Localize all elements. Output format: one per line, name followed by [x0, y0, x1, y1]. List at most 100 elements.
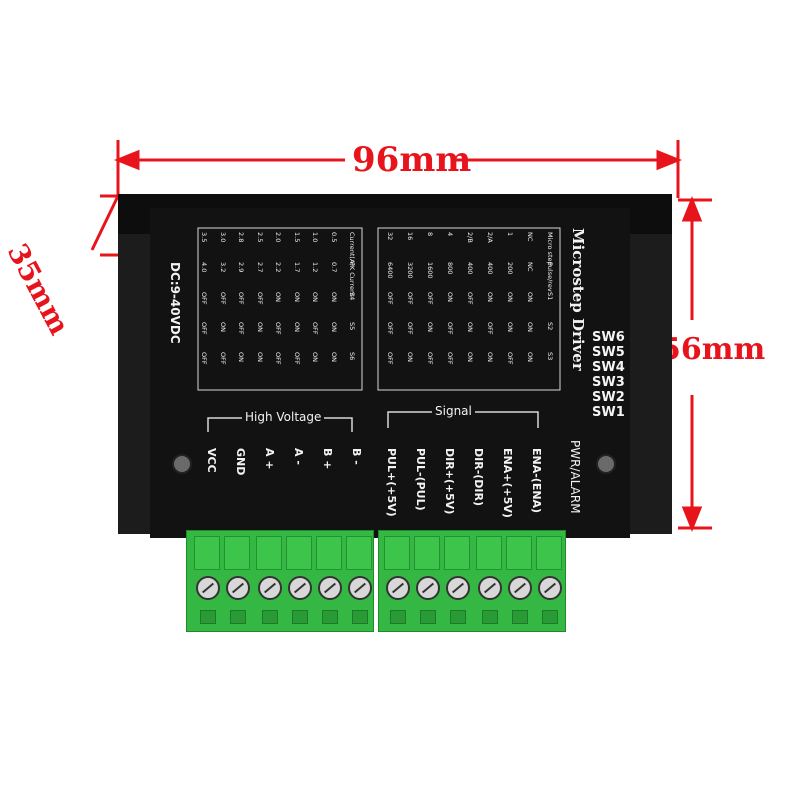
- microstep-table-cell: 8: [426, 232, 434, 237]
- current-table-cell: ON: [292, 322, 301, 332]
- terminal-screw[interactable]: [538, 576, 562, 600]
- high-voltage-pin-label: A +: [263, 448, 276, 470]
- height-dimension: 56mm: [660, 332, 766, 367]
- current-table-cell: 2.9: [237, 262, 245, 273]
- signal-pin-label: DIR+(+5V): [443, 448, 456, 515]
- microstep-table-cell: ON: [486, 352, 494, 362]
- supply-voltage-label: DC:9-40VDC: [168, 262, 182, 344]
- high-voltage-pin-label: B +: [321, 448, 334, 470]
- microstep-table-cell: ON: [526, 352, 534, 362]
- microstep-table-cell: OFF: [486, 322, 494, 335]
- current-table-cell: 0.5: [329, 232, 338, 243]
- terminal-ridge: [444, 536, 470, 570]
- signal-label: Signal: [432, 404, 475, 418]
- microstep-table-cell: Micro step: [546, 232, 554, 266]
- microstep-table-cell: OFF: [466, 292, 474, 305]
- current-table-cell: ON: [255, 322, 264, 332]
- microstep-table-cell: ON: [526, 292, 534, 302]
- terminal-screw[interactable]: [288, 576, 312, 600]
- current-table-cell: 2.7: [255, 262, 264, 273]
- terminal-ridge: [414, 536, 440, 570]
- pwr-alarm-label: PWR/ALARM: [568, 440, 582, 514]
- microstep-table-cell: OFF: [506, 352, 514, 365]
- microstep-table-cell: OFF: [446, 352, 454, 365]
- wire-slot[interactable]: [200, 610, 216, 624]
- terminal-screw[interactable]: [196, 576, 220, 600]
- microstep-table-cell: OFF: [406, 292, 414, 305]
- signal-pin-label: PUL+(+5V): [385, 448, 398, 517]
- current-table-cell: OFF: [200, 322, 208, 335]
- sw-label: SW5: [592, 345, 625, 360]
- current-table-cell: Current(A): [348, 232, 356, 266]
- current-table-cell: 3.0: [218, 232, 227, 243]
- wire-slot[interactable]: [420, 610, 436, 624]
- microstep-table-cell: NC: [526, 232, 534, 242]
- microstep-table-cell: Pulse/rev: [546, 262, 554, 292]
- terminal-ridge: [384, 536, 410, 570]
- terminal-screw[interactable]: [258, 576, 282, 600]
- current-table-cell: 1.7: [292, 262, 301, 273]
- high-voltage-pin-label: VCC: [205, 448, 218, 473]
- microstep-table-cell: 2/A: [486, 232, 494, 243]
- microstep-table-cell: ON: [426, 322, 434, 332]
- wire-slot[interactable]: [262, 610, 278, 624]
- microstep-table-cell: OFF: [446, 322, 454, 335]
- wire-slot[interactable]: [450, 610, 466, 624]
- terminal-screw[interactable]: [348, 576, 372, 600]
- wire-slot[interactable]: [390, 610, 406, 624]
- terminal-screw[interactable]: [226, 576, 250, 600]
- current-table-cell: 1.2: [311, 262, 319, 273]
- current-table-cell: 1.5: [292, 232, 301, 243]
- microstep-table-cell: OFF: [406, 322, 414, 335]
- wire-slot[interactable]: [542, 610, 558, 624]
- microstep-table-cell: 6400: [386, 262, 394, 279]
- signal-pin-label: PUL-(PUL): [414, 448, 427, 511]
- wire-slot[interactable]: [482, 610, 498, 624]
- microstep-table-cell: ON: [506, 322, 514, 332]
- mounting-screw: [596, 454, 616, 474]
- current-table-cell: 4.0: [200, 262, 208, 273]
- microstep-table-cell: OFF: [426, 352, 434, 365]
- width-dimension: 96mm: [352, 140, 472, 180]
- current-table-cell: OFF: [274, 352, 282, 365]
- wire-slot[interactable]: [322, 610, 338, 624]
- current-table-cell: 3.5: [200, 232, 208, 243]
- signal-pin-label: ENA+(+5V): [501, 448, 514, 518]
- current-table-cell: 3.2: [218, 262, 227, 273]
- wire-slot[interactable]: [352, 610, 368, 624]
- terminal-ridge: [224, 536, 250, 570]
- terminal-screw[interactable]: [478, 576, 502, 600]
- current-table-cell: OFF: [237, 292, 245, 305]
- signal-pin-label: DIR-(DIR): [472, 448, 485, 507]
- wire-slot[interactable]: [292, 610, 308, 624]
- current-table-cell: ON: [311, 352, 319, 362]
- microstep-table-cell: S2: [546, 322, 554, 331]
- wire-slot[interactable]: [230, 610, 246, 624]
- terminal-screw[interactable]: [446, 576, 470, 600]
- microstep-table-cell: OFF: [386, 352, 394, 365]
- sw-label: SW1: [592, 405, 625, 420]
- terminal-screw[interactable]: [318, 576, 342, 600]
- microstep-table-cell: 400: [466, 262, 474, 275]
- microstep-table-cell: S1: [546, 292, 554, 301]
- wire-slot[interactable]: [512, 610, 528, 624]
- microstep-table-cell: S3: [546, 352, 554, 361]
- terminal-screw[interactable]: [386, 576, 410, 600]
- terminal-screw[interactable]: [508, 576, 532, 600]
- microstep-table-cell: ON: [466, 322, 474, 332]
- current-table-cell: OFF: [200, 352, 208, 365]
- terminal-screw[interactable]: [416, 576, 440, 600]
- current-table-cell: 1.0: [311, 232, 319, 243]
- microstep-table-cell: NC: [526, 262, 534, 272]
- driver-front-panel: [150, 208, 630, 538]
- microstep-table-cell: ON: [506, 292, 514, 302]
- current-table-cell: OFF: [292, 352, 301, 365]
- terminal-ridge: [286, 536, 312, 570]
- microstep-table-cell: ON: [466, 352, 474, 362]
- mounting-screw: [172, 454, 192, 474]
- microstep-table-cell: OFF: [386, 322, 394, 335]
- terminal-ridge: [256, 536, 282, 570]
- current-table-cell: OFF: [255, 292, 264, 305]
- sw-label: SW3: [592, 375, 625, 390]
